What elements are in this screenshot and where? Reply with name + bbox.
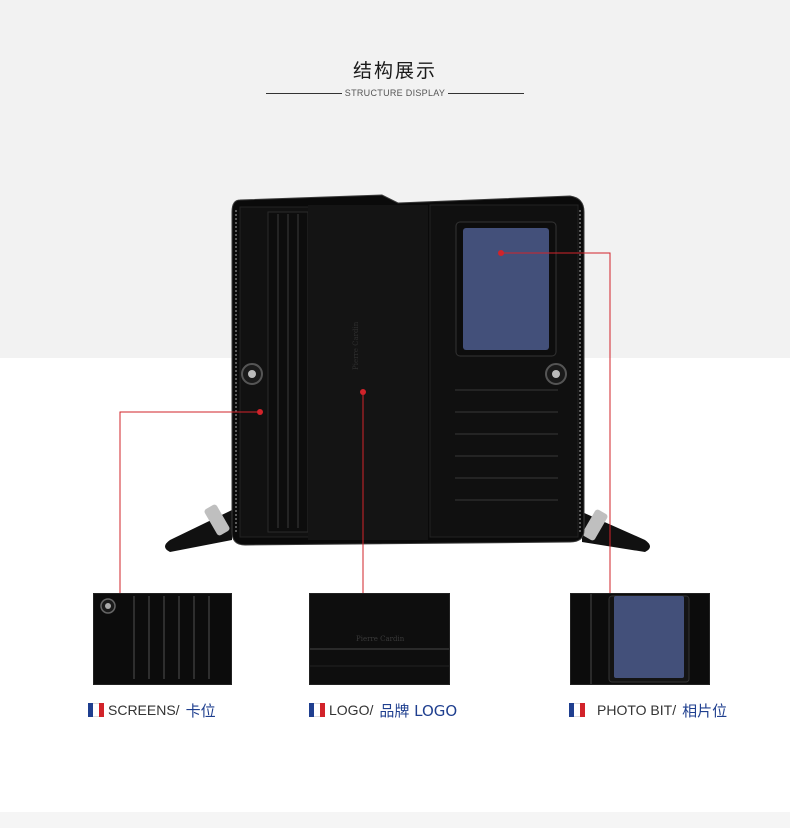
caption-screens-cn: 卡位 (185, 701, 216, 720)
french-flag-icon (309, 703, 325, 717)
caption-photo-cn: 相片位 (682, 701, 728, 720)
card-slots-detail (94, 594, 231, 684)
detail-thumb-screens (93, 593, 232, 685)
french-flag-icon (569, 703, 585, 717)
callout-dot-logo (360, 389, 366, 395)
zipper-pull-left (165, 504, 232, 552)
section-subtitle: STRUCTURE DISPLAY (344, 88, 446, 98)
caption-screens-en: SCREENS/ (108, 702, 180, 718)
subtitle-rule-left (266, 92, 342, 94)
caption-photo: PHOTO BIT/ 相片位 (569, 700, 727, 720)
logo-detail: Pierre Cardin (310, 594, 449, 684)
section-title: 结构展示 (352, 60, 437, 82)
caption-logo-en: LOGO/ (329, 702, 374, 718)
svg-text:Pierre Cardin: Pierre Cardin (356, 635, 405, 643)
french-flag-icon (88, 703, 104, 717)
photo-window-detail (571, 594, 709, 684)
detail-thumb-logo: Pierre Cardin (309, 593, 450, 685)
subtitle-rule-right (448, 92, 525, 94)
callout-lines (119, 252, 611, 595)
callout-dot-screens (257, 409, 263, 415)
caption-logo-cn: 品牌 LOGO (379, 701, 458, 720)
detail-thumb-photo (570, 593, 710, 685)
caption-logo: LOGO/ 品牌 LOGO (309, 700, 457, 720)
embossed-logo: Pierre Cardin (352, 321, 360, 370)
photo-window (463, 228, 549, 350)
section-subtitle-row: STRUCTURE DISPLAY (266, 86, 525, 100)
caption-photo-en: PHOTO BIT/ (597, 702, 677, 718)
bottom-background-band (0, 812, 790, 828)
callout-dot-photo (498, 250, 504, 256)
center-panel (308, 205, 428, 540)
caption-screens: SCREENS/ 卡位 (88, 700, 216, 720)
zipper-pull-right (582, 509, 650, 552)
